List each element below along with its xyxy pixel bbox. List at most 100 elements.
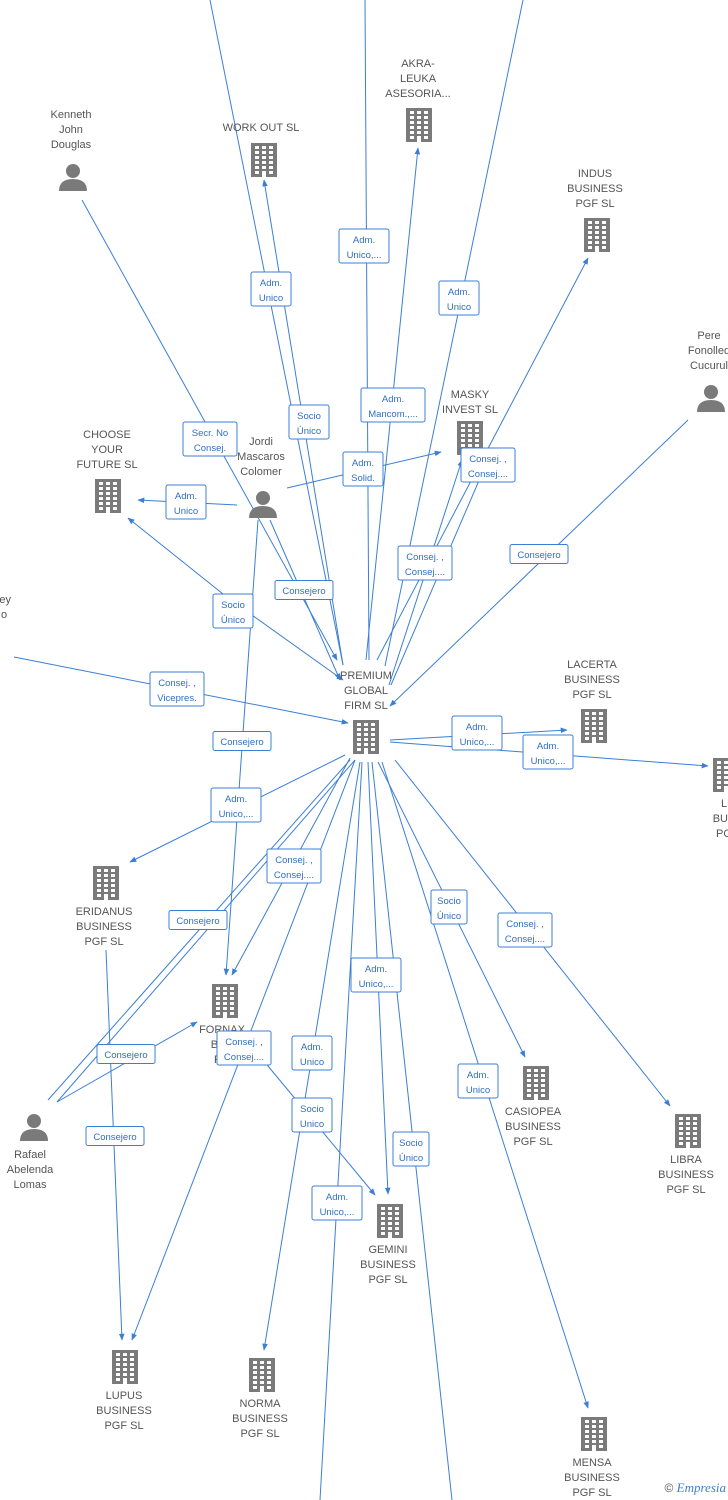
node-label-line: L <box>721 798 727 810</box>
edge-role-label[interactable]: Adm.Unico <box>250 271 292 307</box>
edge-role-text: Adm. <box>352 458 374 469</box>
node-label-line: FUTURE SL <box>76 459 137 471</box>
edge-role-label[interactable]: Adm.Unico,... <box>338 228 390 264</box>
person-icon <box>20 1114 48 1141</box>
edge-role-text: Socio <box>297 411 321 422</box>
edge-role-text: Consej.... <box>505 934 545 945</box>
edge-role-text: Solid. <box>351 473 375 484</box>
edge-role-label[interactable]: Consej. ,Vicepres. <box>149 671 205 707</box>
edge-role-label[interactable]: Consej. ,Consej.... <box>497 912 553 948</box>
edge-role-text: Adm. <box>353 235 375 246</box>
node-label-line: PG <box>716 828 728 840</box>
edge-line <box>371 761 453 1500</box>
edge-role-label[interactable]: Consejero <box>168 910 228 930</box>
node-label-line: INDUS <box>578 168 612 180</box>
node-l_partial[interactable]: LBUSPG <box>713 758 728 840</box>
node-label-line: BUSINESS <box>564 674 620 686</box>
edge-role-text: Secr. No <box>192 428 228 439</box>
edge-role-label[interactable]: Consejero <box>509 544 569 564</box>
edge-line <box>364 0 370 661</box>
building-icon <box>112 1350 138 1384</box>
edge-role-label[interactable]: Adm.Unico,... <box>451 715 503 751</box>
edge-line <box>209 0 344 666</box>
edge-role-text: Unico,... <box>219 809 254 820</box>
edge-role-text: Unico,... <box>359 979 394 990</box>
edge-role-label[interactable]: Adm. Solid. <box>342 451 384 487</box>
node-label-line: Lomas <box>13 1179 47 1191</box>
edge-role-text: Consej. , <box>225 1037 263 1048</box>
edge-role-label[interactable]: Consej. , Consej.... <box>216 1030 272 1066</box>
edge-role-label[interactable]: Adm. Mancom.,... <box>360 387 426 423</box>
edge-role-text: Único <box>221 615 245 626</box>
edge-role-label[interactable]: Adm.Unico <box>438 280 480 316</box>
edge-role-text: Socio <box>399 1138 423 1149</box>
node-label-line: ERIDANUS <box>76 906 133 918</box>
node-label-line: CHOOSE <box>83 429 131 441</box>
edge-role-label[interactable]: Consejero <box>85 1126 145 1146</box>
building-icon <box>581 1417 607 1451</box>
edge-role-text: Adm. <box>225 794 247 805</box>
edge-role-label[interactable]: Adm. Unico,... <box>350 957 402 993</box>
person-icon <box>249 491 277 518</box>
edge-role-text: Adm. <box>466 722 488 733</box>
node-label-line: PGF SL <box>240 1428 279 1440</box>
edge-role-label[interactable]: Consejero <box>274 580 334 600</box>
node-label-line: PGF SL <box>575 198 614 210</box>
edge-role-text: Adm. <box>382 394 404 405</box>
edge-role-text: Consej.... <box>405 567 445 578</box>
edge-role-label[interactable]: Adm.Unico <box>291 1035 333 1071</box>
edge-role-text: Adm. <box>365 964 387 975</box>
edge-role-label[interactable]: Adm.Unico,... <box>522 734 574 770</box>
node-ley[interactable]: leyo <box>0 586 12 621</box>
node-workout[interactable]: WORK OUT SL <box>223 122 300 177</box>
node-label-line: Mascaros <box>237 451 285 463</box>
edge-role-text: Consej. , <box>406 552 444 563</box>
node-label-line: NORMA <box>240 1398 282 1410</box>
edge-role-text: Consejero <box>220 737 263 748</box>
edge-role-label[interactable]: Consej. ,Consej.... <box>460 447 516 483</box>
edge-role-label[interactable]: Consejero <box>212 731 272 751</box>
node-label-line: PREMIUM <box>340 670 392 682</box>
edge-role-text: Consej.... <box>224 1052 264 1063</box>
edge-role-text: Unico <box>174 506 198 517</box>
building-icon <box>523 1066 549 1100</box>
edge-role-text: Socio <box>437 896 461 907</box>
node-akra[interactable]: AKRA-LEUKAASESORIA... <box>385 58 451 142</box>
edge-role-label[interactable]: Adm. Unico,... <box>210 787 262 823</box>
node-label-line: BUSINESS <box>505 1121 561 1133</box>
edge-role-label[interactable]: Consej. , Consej.... <box>397 545 453 581</box>
edge-role-label[interactable]: Adm.Unico <box>457 1063 499 1099</box>
node-label-line: WORK OUT SL <box>223 122 300 134</box>
building-icon <box>581 709 607 743</box>
edge-role-label[interactable]: Consej. ,Consej.... <box>266 848 322 884</box>
edge-role-text: Mancom.,... <box>368 409 418 420</box>
edge-role-label[interactable]: Adm.Unico <box>165 484 207 520</box>
building-icon <box>713 758 728 792</box>
edge-role-label[interactable]: Adm.Unico,... <box>311 1185 363 1221</box>
copyright-symbol: © <box>664 1481 674 1495</box>
edge-role-label[interactable]: Consejero <box>96 1044 156 1064</box>
node-label-line: PGF SL <box>666 1184 705 1196</box>
